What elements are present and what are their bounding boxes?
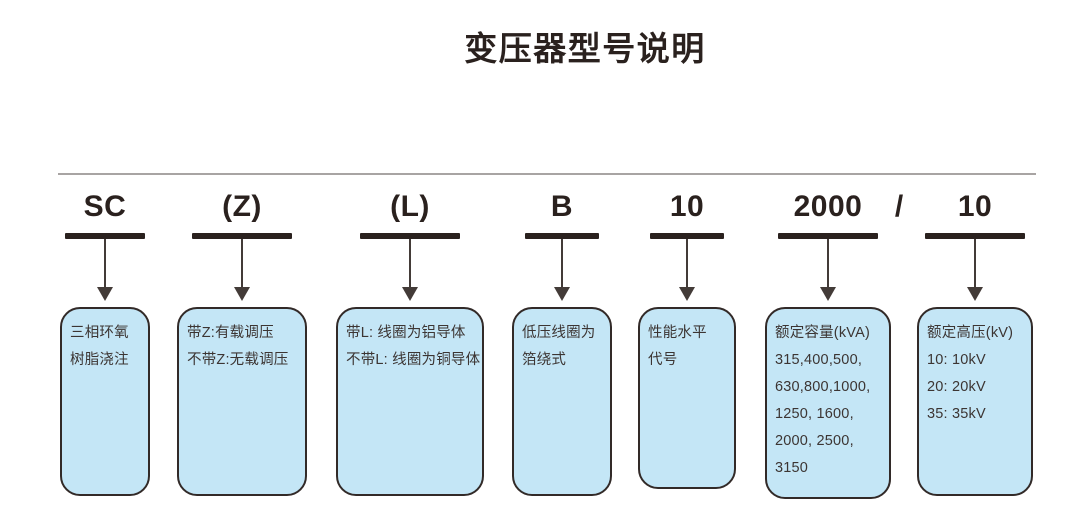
arrow-down-icon — [967, 287, 983, 301]
description-box: 三相环氧树脂浇注 — [60, 307, 150, 496]
arrow-stem — [241, 239, 243, 289]
underline-bar — [65, 233, 145, 239]
underline-bar — [360, 233, 460, 239]
description-line: 低压线圈为 — [522, 325, 596, 341]
code-label: (L) — [390, 190, 430, 223]
description-line: 带Z:有载调压 — [187, 325, 274, 341]
code-label: 2000 — [793, 190, 863, 223]
arrow-down-icon — [234, 287, 250, 301]
code-column: 10 性能水平代号 — [638, 190, 736, 510]
description-line: 10: 10kV — [927, 352, 986, 368]
code-label: 10 — [957, 190, 993, 223]
arrow-stem — [561, 239, 563, 289]
code-label: B — [550, 190, 574, 223]
arrow-down-icon — [97, 287, 113, 301]
arrow-stem — [409, 239, 411, 289]
code-column: (Z) 带Z:有载调压不带Z:无载调压 — [177, 190, 307, 510]
arrow-down-icon — [402, 287, 418, 301]
code-column: (L) 带L: 线圈为铝导体不带L: 线圈为铜导体 — [336, 190, 484, 510]
description-line: 树脂浇注 — [70, 352, 129, 368]
code-column: B 低压线圈为箔绕式 — [512, 190, 612, 510]
code-column: 2000 额定容量(kVA) 315,400,500, 630,800,1000, 12… — [765, 190, 891, 510]
arrow-stem — [104, 239, 106, 289]
description-line: 不带L: 线圈为铜导体 — [346, 352, 481, 368]
description-line: 额定容量(kVA) — [775, 325, 870, 341]
description-box: 带L: 线圈为铝导体不带L: 线圈为铜导体 — [336, 307, 484, 496]
underline-bar — [925, 233, 1025, 239]
code-label: SC — [83, 190, 127, 223]
description-line: 630,800,1000, — [775, 379, 871, 395]
code-column: SC 三相环氧树脂浇注 — [60, 190, 150, 510]
description-line: 不带Z:无载调压 — [187, 352, 289, 368]
code-label: 10 — [669, 190, 705, 223]
code-label: (Z) — [222, 190, 262, 223]
description-line: 20: 20kV — [927, 379, 986, 395]
arrow-down-icon — [820, 287, 836, 301]
arrow-stem — [686, 239, 688, 289]
description-line: 带L: 线圈为铝导体 — [346, 325, 466, 341]
description-line: 1250, 1600, — [775, 406, 854, 422]
arrow-down-icon — [679, 287, 695, 301]
arrow-stem — [827, 239, 829, 289]
description-box: 性能水平代号 — [638, 307, 736, 489]
description-line: 3150 — [775, 460, 809, 476]
description-line: 代号 — [648, 352, 678, 368]
description-line: 2000, 2500, — [775, 433, 854, 449]
description-box: 低压线圈为箔绕式 — [512, 307, 612, 496]
description-box: 带Z:有载调压不带Z:无载调压 — [177, 307, 307, 496]
description-line: 三相环氧 — [70, 325, 129, 341]
arrow-down-icon — [554, 287, 570, 301]
code-column: 10 额定高压(kV) 10: 10kV 20: 20kV 35: 35kV — [917, 190, 1033, 510]
description-box: 额定高压(kV) 10: 10kV 20: 20kV 35: 35kV — [917, 307, 1033, 496]
description-line: 315,400,500, — [775, 352, 863, 368]
underline-bar — [650, 233, 724, 239]
underline-bar — [192, 233, 292, 239]
page-title: 变压器型号说明 — [464, 30, 706, 67]
arrow-stem — [974, 239, 976, 289]
description-line: 35: 35kV — [927, 406, 986, 422]
description-box: 额定容量(kVA) 315,400,500, 630,800,1000, 1250, … — [765, 307, 891, 499]
horizontal-rule — [58, 173, 1036, 175]
underline-bar — [525, 233, 599, 239]
slash-separator: / — [894, 190, 904, 223]
underline-bar — [778, 233, 878, 239]
description-line: 性能水平 — [648, 325, 707, 341]
description-line: 箔绕式 — [522, 352, 567, 368]
description-line: 额定高压(kV) — [927, 325, 1014, 341]
